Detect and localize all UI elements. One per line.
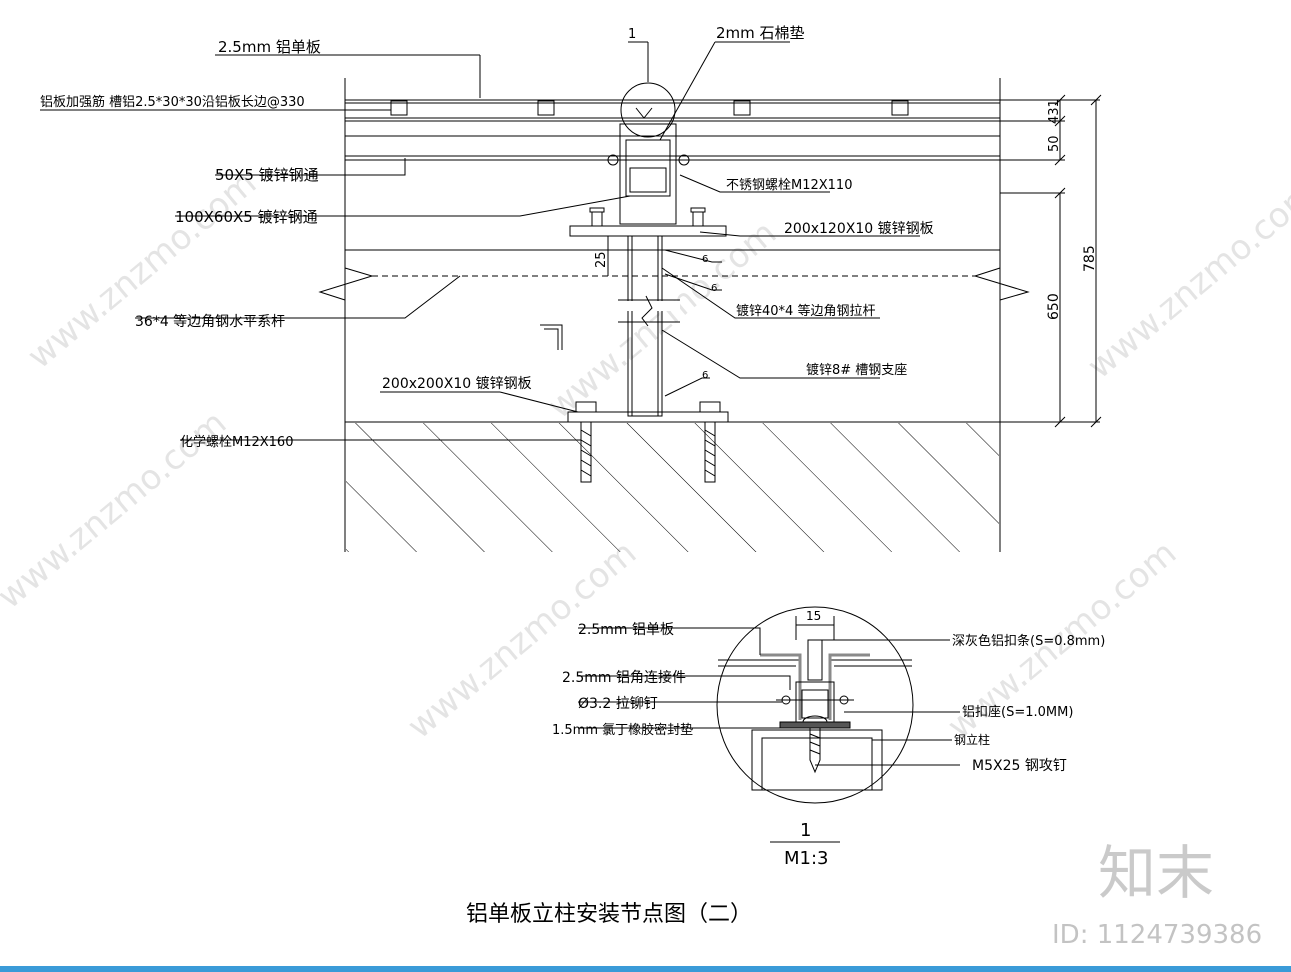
detail-label-strip: 深灰色铝扣条(S=0.8mm): [952, 633, 1105, 649]
weld-mark: 6: [702, 370, 708, 381]
label-tube50: 50X5 镀锌钢通: [215, 166, 319, 184]
detail-label-rivet: Ø3.2 拉铆钉: [578, 696, 658, 712]
detail-label-panel: 2.5mm 铝单板: [578, 622, 674, 638]
weld-mark: 6: [711, 283, 717, 294]
label-pad: 2mm 石棉垫: [716, 24, 805, 42]
detail-dim-15: 15: [806, 609, 821, 623]
detail-1: [578, 606, 960, 843]
detail-label-screw: M5X25 钢攻钉: [972, 758, 1067, 774]
panel-ribs: [390, 100, 909, 116]
watermark-site: www.znzmo.com: [1080, 173, 1291, 387]
label-detail-ref: 1: [628, 27, 636, 42]
dim-650: 650: [1046, 293, 1062, 320]
main-labels: 2.5mm 铝单板 铝板加强筋 槽铝2.5*30*30沿铝板长边@330 2mm…: [40, 24, 1098, 450]
watermark-site: www.znzmo.com: [20, 163, 264, 377]
weld-mark: 6: [702, 254, 708, 265]
label-angle-h: 36*4 等边角钢水平系杆: [135, 313, 285, 330]
detail-label-gasket: 1.5mm 氯丁橡胶密封垫: [552, 722, 693, 738]
detail-scale-number: 1: [800, 820, 811, 841]
dim-25: 25: [594, 251, 609, 268]
dim-785: 785: [1082, 245, 1098, 272]
label-channel: 镀锌8# 槽钢支座: [806, 362, 907, 378]
label-bolt: 不锈钢螺栓M12X110: [726, 178, 852, 193]
logo-text: 知末: [1098, 839, 1214, 907]
label-panel: 2.5mm 铝单板: [218, 38, 321, 56]
watermark-site: www.znzmo.com: [400, 533, 644, 747]
label-tube100: 100X60X5 镀锌钢通: [175, 208, 318, 226]
dim-431: 431: [1047, 99, 1062, 124]
label-plate-top: 200x120X10 镀锌钢板: [784, 220, 934, 237]
label-angle-brace: 镀锌40*4 等边角钢拉杆: [736, 303, 875, 319]
detail-labels: 15 2.5mm 铝单板 2.5mm 铝角连接件 Ø3.2 拉铆钉 1.5mm …: [552, 609, 1105, 869]
dim-50: 50: [1047, 135, 1062, 152]
detail-label-connector: 2.5mm 铝角连接件: [562, 669, 686, 686]
drawing-title: 铝单板立柱安装节点图（二）: [466, 902, 752, 927]
logo-watermark: 知末 ID: 1124739386: [1052, 839, 1262, 950]
detail-scale: M1:3: [784, 848, 829, 869]
main-section: [40, 41, 1102, 552]
image-id: ID: 1124739386: [1052, 920, 1262, 950]
bottom-bar: [0, 966, 1291, 972]
label-rib: 铝板加强筋 槽铝2.5*30*30沿铝板长边@330: [40, 94, 305, 110]
label-plate-base: 200x200X10 镀锌钢板: [382, 375, 532, 392]
label-anchor: 化学螺栓M12X160: [180, 434, 293, 450]
detail-label-post: 钢立柱: [954, 732, 990, 747]
detail-label-base: 铝扣座(S=1.0MM): [962, 705, 1073, 720]
